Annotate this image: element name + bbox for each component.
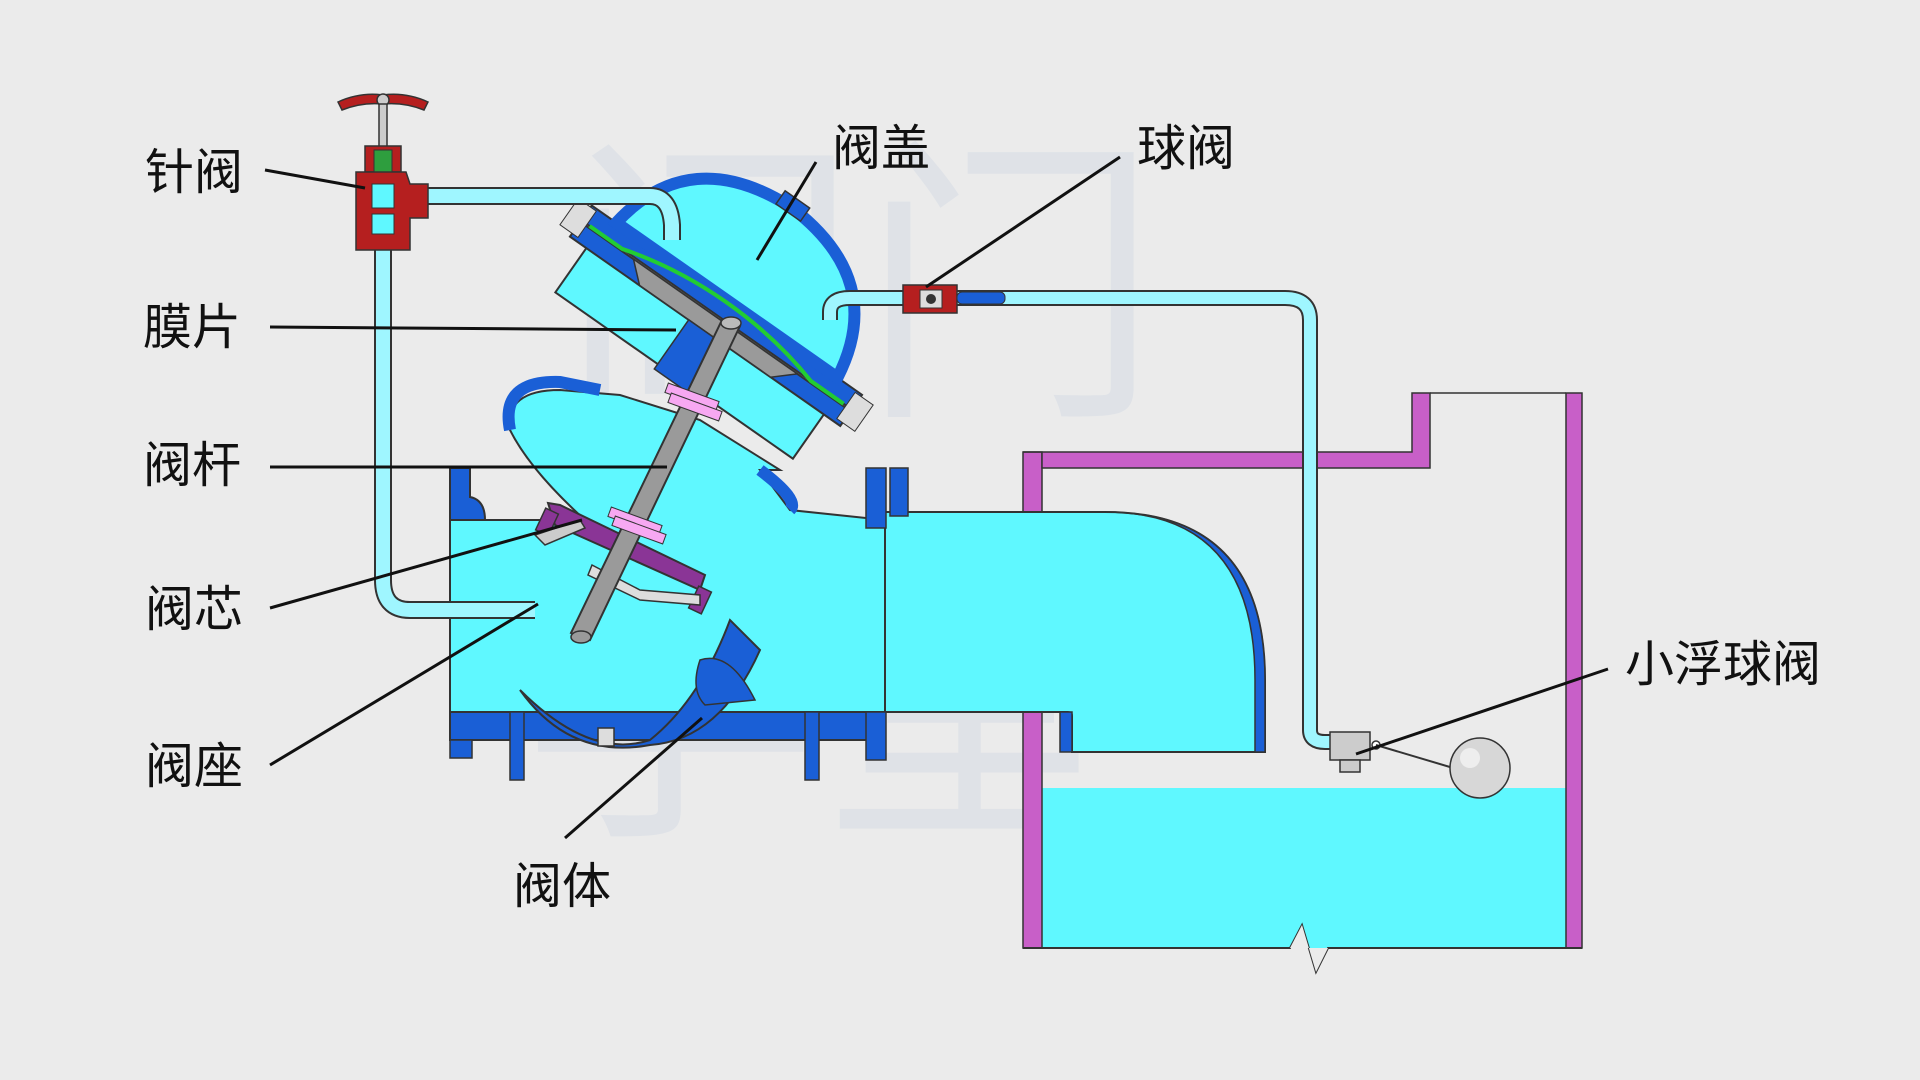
label-bonnet: 阀盖 [832,120,931,177]
needle-valve-group [336,93,430,251]
stem-assembly [533,316,742,644]
label-ball-valve: 球阀 [1137,120,1236,177]
float-valve-group [1329,731,1511,799]
bonnet-group [553,172,874,461]
tank-top-bar [1023,392,1431,469]
drain-plug [597,727,615,747]
label-body: 阀体 [513,858,612,915]
float-ball-icon [1449,737,1511,799]
leader-disc [269,518,583,610]
label-stem: 阀杆 [143,437,242,494]
water-tank [1022,392,1583,975]
leader-body [564,716,703,840]
ball-valve-group [902,284,1006,314]
handwheel-icon [336,93,430,111]
leader-needle-valve [264,168,366,190]
leader-seat [269,602,539,767]
label-seat: 阀座 [145,738,244,795]
control-piping [374,187,1335,750]
tank-right-wall [1565,392,1583,949]
outlet-pipe [884,511,1266,753]
label-disc: 阀芯 [145,581,244,638]
label-float-valve: 小浮球阀 [1625,636,1822,693]
leader-diaphragm [269,325,677,332]
diaphragm [588,224,845,406]
tank-water [1042,788,1566,948]
float-valve [1329,731,1371,761]
outlet-flange [865,467,887,529]
label-needle-valve: 针阀 [145,144,244,201]
leader-bonnet [755,161,818,261]
label-diaphragm: 膜片 [143,299,242,356]
valve-body-group [449,375,909,781]
leader-ball-valve [925,155,1121,289]
leader-lines [264,155,1609,840]
leader-float-valve [1355,667,1609,756]
